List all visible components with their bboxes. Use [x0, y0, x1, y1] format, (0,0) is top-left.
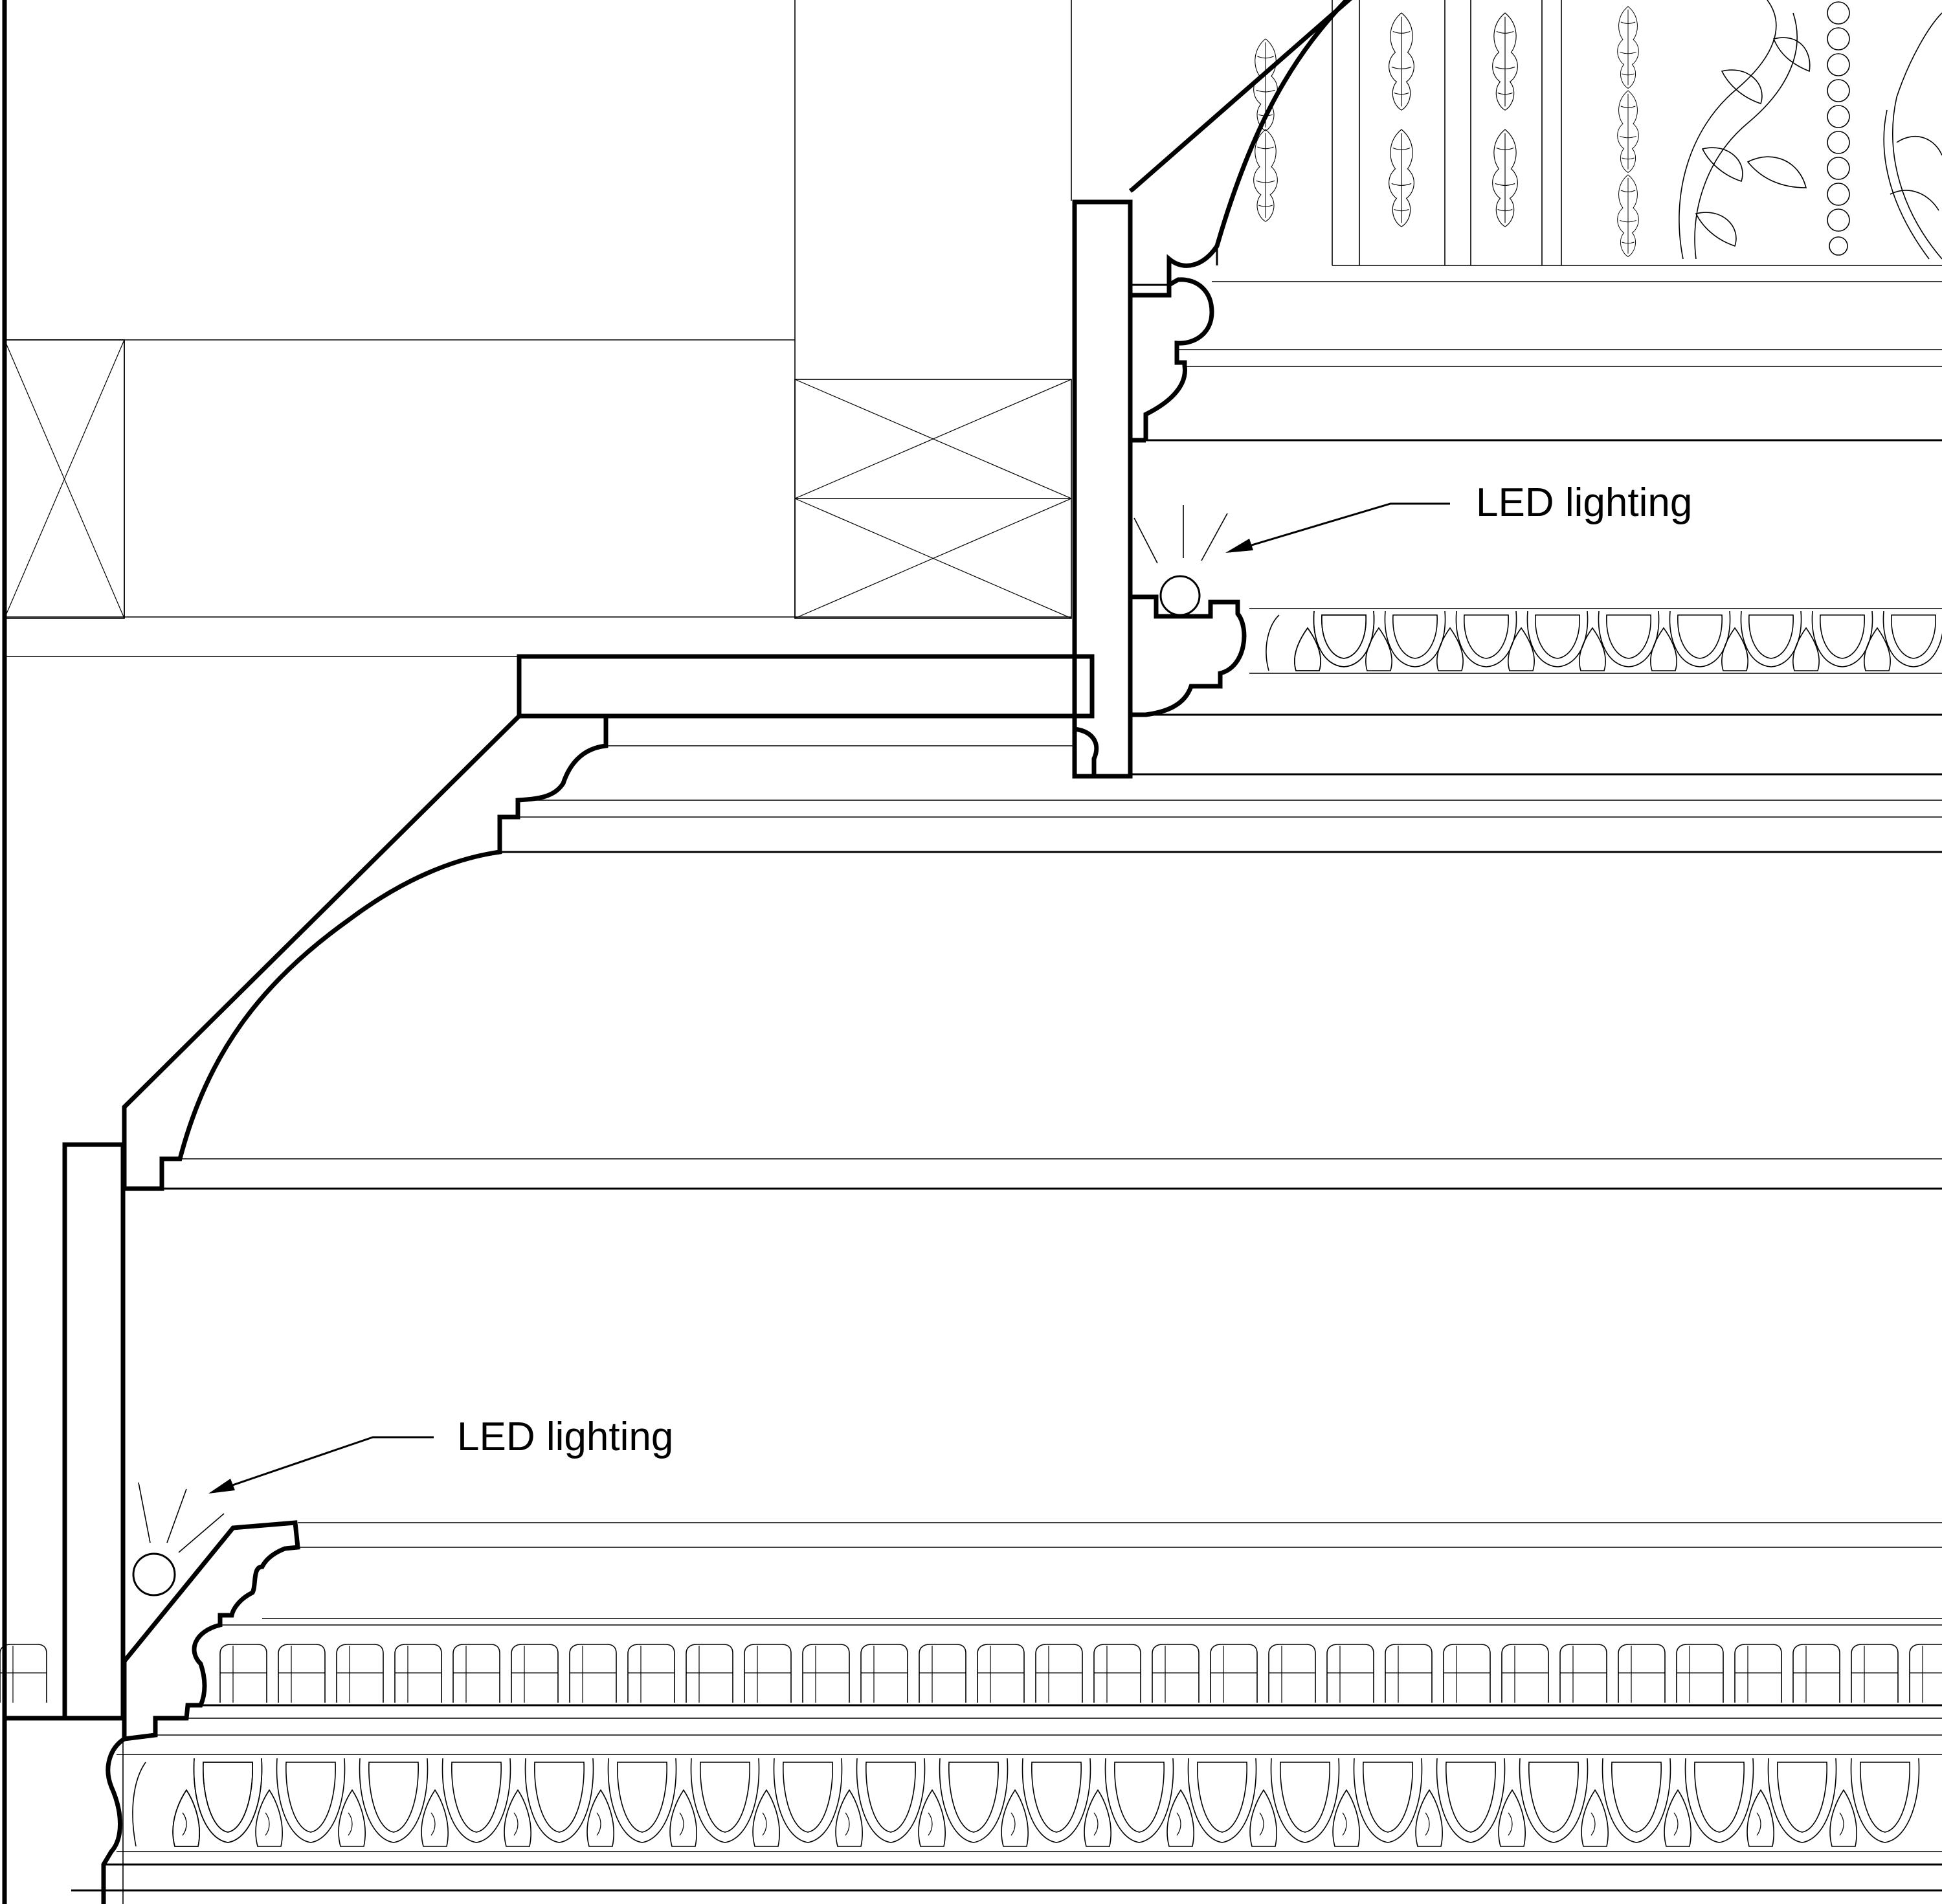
callout-label-lower: LED lighting [457, 1415, 673, 1459]
middle-cove-profile [122, 714, 1942, 1191]
bead-column [1827, 1, 1850, 256]
upper-egg-dart-band [1130, 608, 1942, 776]
lower-vertical-board [5, 1142, 126, 1904]
upper-cove-profile [1128, 0, 1352, 443]
led-fixture-lower [132, 1482, 225, 1596]
callout-arrow-upper [1225, 502, 1450, 553]
callout-arrow-lower [208, 1436, 434, 1494]
lower-egg-dart-band [71, 1737, 1942, 1904]
upper-carved-frieze [1253, 0, 1942, 265]
blocking-crossed-right [794, 379, 1072, 619]
upper-fascia-lines [1146, 265, 1942, 442]
wall-framing [2, 0, 1072, 1904]
lower-crown-profile [122, 1520, 1942, 1742]
dentil-band [0, 1644, 1942, 1703]
middle-shelf-board [517, 654, 1095, 719]
blocking-crossed-left [4, 339, 125, 619]
upper-vertical-board [1072, 199, 1133, 779]
led-fixture-upper [1130, 505, 1247, 717]
callout-label-upper: LED lighting [1476, 480, 1692, 525]
